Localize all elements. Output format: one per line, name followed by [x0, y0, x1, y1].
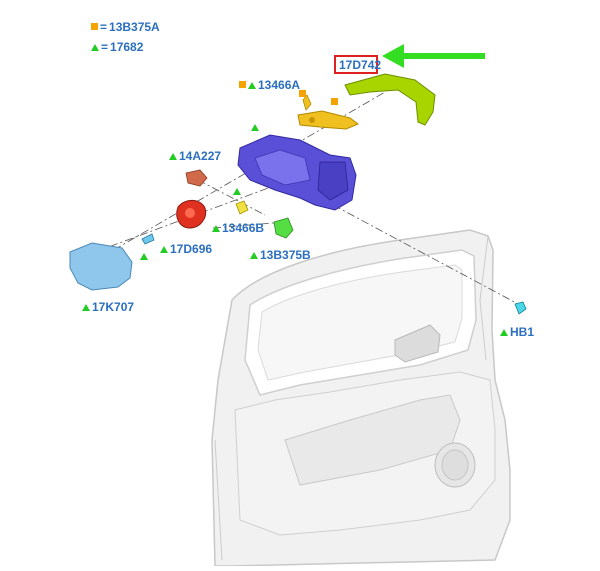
- triangle-marker-icon: [91, 44, 99, 51]
- callout-label: 17D742: [339, 58, 382, 72]
- triangle-marker-icon: [500, 329, 508, 336]
- mirror-glass-part[interactable]: [69, 242, 133, 291]
- bracket-13466b-part[interactable]: [235, 200, 249, 215]
- triangle-marker-icon: [82, 304, 90, 311]
- motor-14a227-part[interactable]: [185, 169, 208, 187]
- triangle-marker-icon: [250, 252, 258, 259]
- callout-hb1[interactable]: HB1: [500, 325, 534, 339]
- legend-triangle-label: 17682: [110, 40, 144, 54]
- callout-triangles: [140, 124, 259, 260]
- front-door-panel: [211, 229, 511, 567]
- callout-label: 13466A: [258, 78, 301, 92]
- mirror-cap-part[interactable]: [344, 73, 436, 126]
- callout-17d742[interactable]: 17D742: [339, 58, 381, 72]
- bracket-tab: [302, 94, 312, 111]
- housing-mount: [317, 161, 349, 201]
- legend-square: =13B375A: [91, 20, 160, 34]
- connector-17d696-part[interactable]: [141, 233, 155, 245]
- callout-label: 17K707: [92, 300, 135, 314]
- square-marker: [299, 90, 306, 97]
- square-marker-icon: [91, 23, 98, 30]
- highlight-box: [334, 55, 378, 74]
- square-marker-icon: [239, 81, 246, 88]
- callout-13b375b[interactable]: 13B375B: [250, 248, 311, 262]
- triangle-marker-icon: [169, 153, 177, 160]
- bracket-hole: [309, 117, 315, 123]
- legend-square-label: 13B375A: [109, 20, 160, 34]
- callout-label: HB1: [510, 325, 535, 339]
- square-marker: [331, 98, 338, 105]
- legend-triangle: =17682: [91, 40, 143, 54]
- triangle-marker-icon: [248, 82, 256, 89]
- screw-hb1-part[interactable]: [514, 301, 527, 315]
- triangle-marker-icon: [212, 225, 220, 232]
- clip-13b375b-part[interactable]: [273, 217, 294, 239]
- callout-label: 17D696: [170, 242, 213, 256]
- callout-label: 14A227: [179, 149, 222, 163]
- callout-label: 13B375B: [260, 248, 311, 262]
- triangle-marker: [251, 124, 259, 131]
- bracket-13466a-part[interactable]: [297, 110, 359, 130]
- callout-17d696[interactable]: 17D696: [160, 242, 212, 256]
- callout-13466b[interactable]: 13466B: [212, 221, 264, 235]
- triangle-marker: [140, 253, 148, 260]
- callout-17k707[interactable]: 17K707: [82, 300, 134, 314]
- triangle-marker-icon: [160, 246, 168, 253]
- housing-inner: [254, 149, 311, 186]
- actuator-center: [185, 208, 195, 218]
- callout-13466a[interactable]: 13466A: [239, 78, 300, 92]
- triangle-marker: [233, 188, 241, 195]
- callout-label: 13466B: [222, 221, 265, 235]
- green-arrow-icon: [382, 44, 485, 68]
- callout-14a227[interactable]: 14A227: [169, 149, 221, 163]
